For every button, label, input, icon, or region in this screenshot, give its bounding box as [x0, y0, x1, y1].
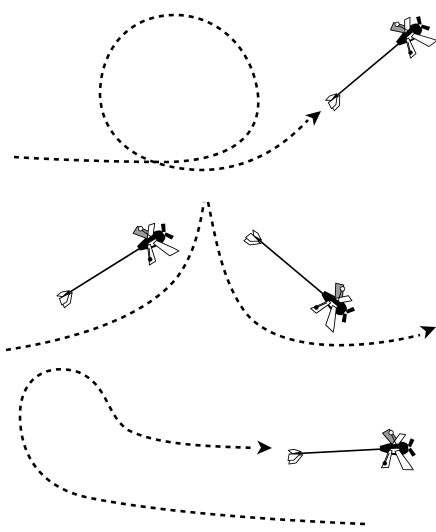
loop-flight-path: [14, 15, 308, 170]
panel-stall-turn: [6, 202, 436, 350]
stall-turn-arrowhead-icon: [419, 321, 436, 340]
teardrop-arrowhead-icon: [257, 440, 272, 455]
teardrop-airplane-icon: [287, 428, 416, 476]
stall-turn-airplane-down-icon: [235, 217, 363, 334]
loop-airplane-icon: [315, 7, 436, 121]
panel-teardrop-turn: [20, 369, 416, 524]
stall-turn-airplane-up-icon: [48, 213, 182, 319]
loop-arrowhead-icon: [305, 106, 325, 126]
stall-turn-up-path: [6, 202, 204, 350]
teardrop-flight-path: [20, 369, 365, 524]
panel-loop: [14, 7, 436, 170]
stall-turn-down-path: [208, 202, 420, 345]
